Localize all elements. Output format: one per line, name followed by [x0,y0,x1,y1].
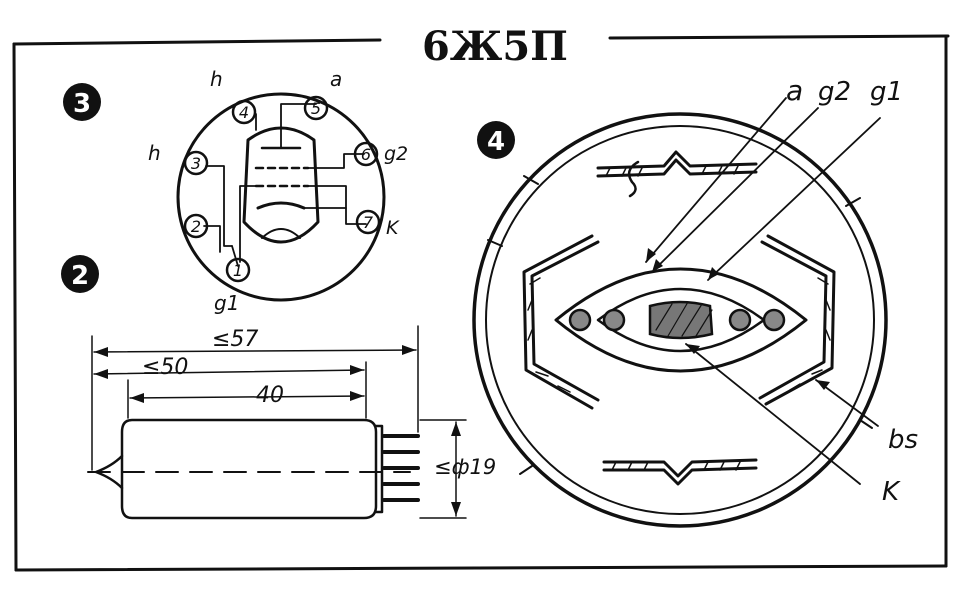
pin-4-number: 4 [239,103,249,122]
pin-3-number: 3 [191,154,201,173]
label-cathode: K [882,477,901,507]
badge-section-view: 4 [477,121,515,159]
tube-outline-drawing [87,325,467,520]
pin-2: 2 [183,213,209,239]
badge-outline-label: 2 [71,261,89,291]
pin-6: 6 [353,141,379,167]
pin-4: 4 [231,99,257,125]
label-control-grid: g1 [870,77,903,107]
pin-3-label: h [148,141,161,165]
pin-7-label: K [386,217,400,239]
badge-section-label: 4 [487,127,505,157]
pin-6-label: g2 [384,143,408,165]
dimension-body-length: ≤50 [142,355,188,380]
pin-3: 3 [183,150,209,176]
pin-5: 5 [303,95,329,121]
dimension-straight-length: 40 [256,383,284,408]
pin-6-number: 6 [361,145,371,164]
label-shield: bs [888,425,918,455]
frame [12,34,950,572]
pin-7-number: 7 [363,213,374,232]
badge-base-label: 3 [73,89,91,119]
pin-7: 7 [355,209,381,235]
pin-5-number: 5 [311,99,321,118]
badge-outline-view: 2 [61,255,99,293]
pin-1: 1 [225,257,251,283]
pin-1-number: 1 [233,261,243,280]
electrode-cross-section [472,97,888,528]
badge-base-view: 3 [63,83,101,121]
pin-5-label: a [330,67,342,91]
label-screen-grid: g2 [818,77,851,107]
base-connection-diagram [176,92,386,302]
pin-1-label: g1 [214,291,239,315]
dimension-diameter: ≤ф19 [434,455,496,479]
page-title: 6Ж5П [422,23,568,70]
label-anode: a [786,74,803,107]
pin-4-label: h [210,67,223,91]
dimension-overall-length: ≤57 [212,327,258,352]
pin-2-number: 2 [191,217,201,236]
